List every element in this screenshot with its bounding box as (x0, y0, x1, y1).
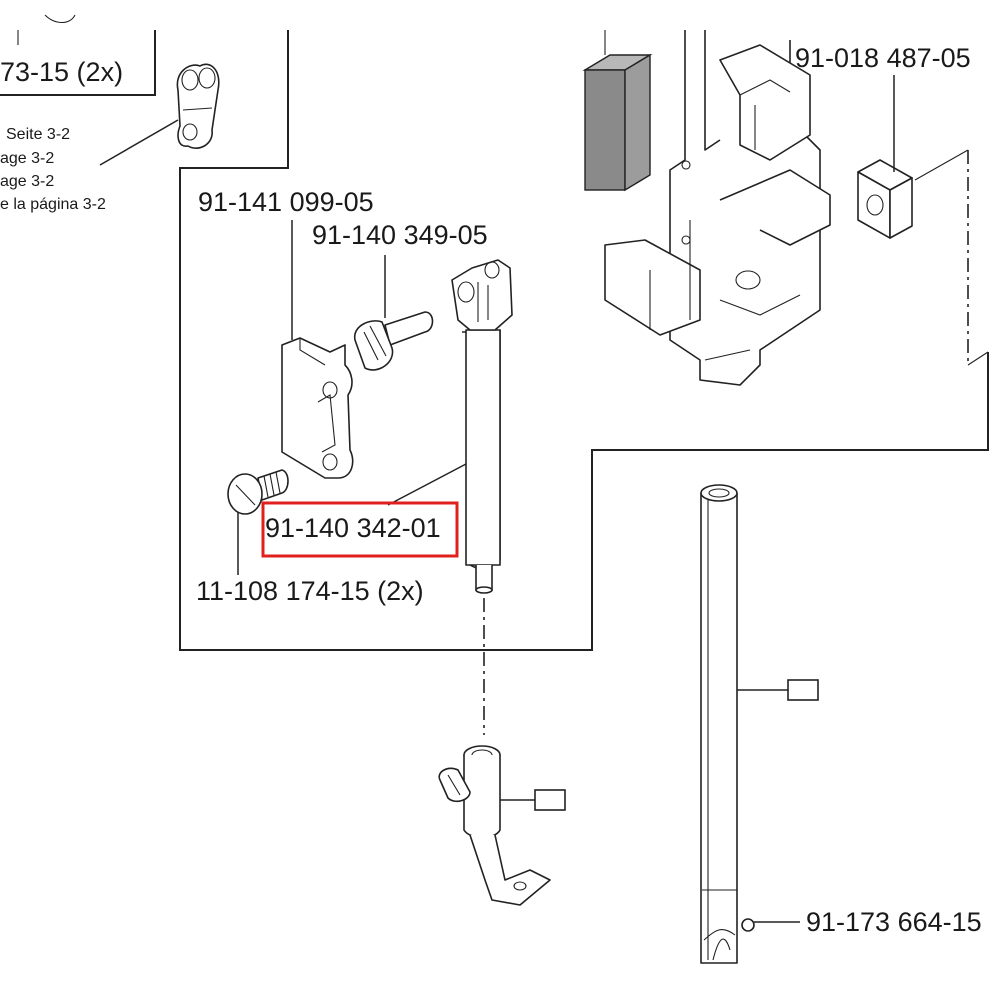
page-reference-es: e la página 3-2 (0, 196, 106, 213)
label-top-left-fragment: 73-15 (2x) (0, 57, 123, 87)
page-reference-fr: age 3-2 (0, 173, 54, 190)
label-screw: 11-108 174-15 (2x) (196, 576, 424, 606)
page-reference-list: Seite 3-2 age 3-2 age 3-2 e la página 3-… (0, 126, 106, 213)
needle-bar-tube-part (700, 484, 755, 964)
frame-main-detail (179, 30, 989, 651)
frame-top-left (0, 30, 156, 96)
label-square-nut: 91-018 487-05 (795, 43, 971, 73)
needle-bar-tube-part-box (787, 679, 819, 701)
page-reference-de: Seite 3-2 (6, 126, 70, 143)
label-set-screw: 91-173 664-15 (806, 907, 982, 937)
label-stud-screw: 91-140 349-05 (312, 220, 488, 250)
bracket-plate-part (281, 337, 354, 479)
presser-foot-part-box (534, 789, 566, 811)
screw-part (227, 469, 289, 515)
label-bracket-plate: 91-141 099-05 (198, 187, 374, 217)
presser-bar-part (451, 259, 513, 594)
highlight-box (261, 501, 459, 558)
needle-bar-housing (604, 30, 831, 386)
detail-frames (0, 30, 989, 651)
page-reference-en: age 3-2 (0, 150, 54, 167)
presser-foot-part (438, 745, 551, 906)
link-bracket-part (176, 63, 220, 149)
leader-presser-bar (387, 463, 467, 506)
square-nut-part (857, 159, 913, 239)
stud-screw-part (354, 311, 434, 371)
leader-page-ref (99, 119, 179, 166)
label-presser-bar: 91-140 342-01 (265, 513, 441, 543)
gray-block-part (582, 30, 653, 192)
